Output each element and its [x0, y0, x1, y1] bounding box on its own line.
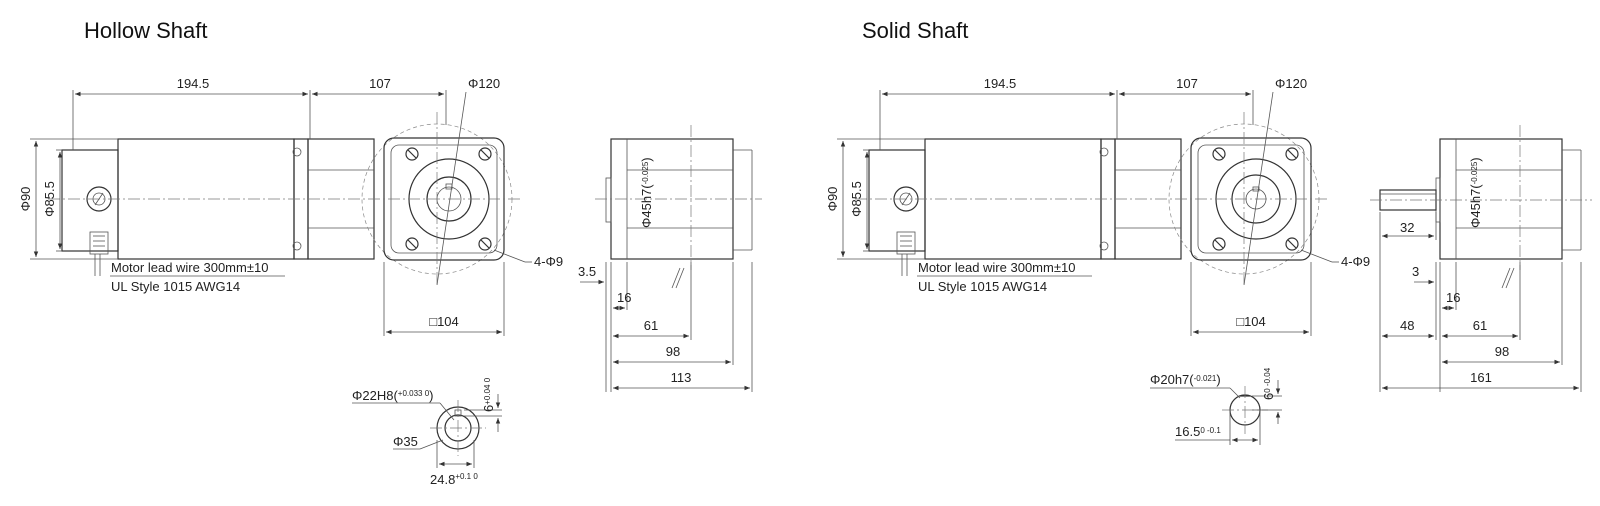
- solid-dim-phi85-5: Φ85.5: [849, 181, 864, 217]
- hollow-shaft-drawing: 194.5 107 Φ120 Φ90 Φ85.5 Motor lead wire…: [18, 76, 762, 487]
- solid-side-161: 161: [1470, 370, 1492, 385]
- hollow-dim-107: 107: [369, 76, 391, 91]
- solid-dim-holes: 4-Φ9: [1341, 254, 1370, 269]
- hollow-side-98: 98: [666, 344, 680, 359]
- hollow-bore-key: 6+0.04 0: [481, 377, 496, 412]
- solid-shaft-drawing: 194.5 107 Φ120 Φ90 Φ85.5 Motor lead wire…: [825, 76, 1592, 445]
- hollow-lead-wire-2: UL Style 1015 AWG14: [111, 279, 240, 294]
- hollow-bore-dia: Φ22H8(+0.033 0): [352, 388, 434, 403]
- solid-side-98: 98: [1495, 344, 1509, 359]
- solid-lead-wire-2: UL Style 1015 AWG14: [918, 279, 1047, 294]
- hollow-dim-holes: 4-Φ9: [534, 254, 563, 269]
- hollow-motor-body: [61, 138, 375, 276]
- solid-lead-wire-1: Motor lead wire 300mm±10: [918, 260, 1075, 275]
- hollow-lead-wire-1: Motor lead wire 300mm±10: [111, 260, 268, 275]
- solid-side-pilot: Φ45h7(-0.025): [1468, 157, 1483, 228]
- solid-motor-body: [868, 138, 1182, 276]
- solid-side-48: 48: [1400, 318, 1414, 333]
- solid-side-61: 61: [1473, 318, 1487, 333]
- solid-dim-square: □104: [1236, 314, 1266, 329]
- hollow-shaft-title: Hollow Shaft: [84, 18, 208, 43]
- hollow-side-pilot: Φ45h7(-0.025): [639, 157, 654, 228]
- hollow-bore-detail: [430, 400, 486, 456]
- solid-shaft-flat: 16.50 -0.1: [1175, 424, 1221, 439]
- hollow-side-113: 113: [671, 370, 692, 385]
- solid-side-16: 16: [1446, 290, 1460, 305]
- solid-dim-107: 107: [1176, 76, 1198, 91]
- hollow-dim-phi90: Φ90: [18, 187, 33, 212]
- solid-shaft-key: 60 -0.04: [1261, 367, 1276, 400]
- hollow-bore-outer: Φ35: [393, 434, 418, 449]
- solid-side-3: 3: [1412, 264, 1419, 279]
- solid-dim-flange: Φ120: [1275, 76, 1307, 91]
- solid-side-32: 32: [1400, 220, 1414, 235]
- hollow-side-61: 61: [644, 318, 658, 333]
- hollow-dim-flange: Φ120: [468, 76, 500, 91]
- hollow-dim-194-5: 194.5: [177, 76, 210, 91]
- solid-dim-phi90: Φ90: [825, 187, 840, 212]
- hollow-dim-phi85-5: Φ85.5: [42, 181, 57, 217]
- hollow-side-view: [605, 138, 753, 289]
- hollow-dim-square: □104: [429, 314, 459, 329]
- solid-shaft-dia: Φ20h7(-0.021): [1150, 372, 1221, 387]
- solid-dim-194-5: 194.5: [984, 76, 1017, 91]
- solid-shaft-title: Solid Shaft: [862, 18, 969, 43]
- hollow-bore-depth: 24.8+0.1 0: [430, 472, 478, 487]
- hollow-side-16: 16: [617, 290, 631, 305]
- hollow-side-3-5: 3.5: [578, 264, 596, 279]
